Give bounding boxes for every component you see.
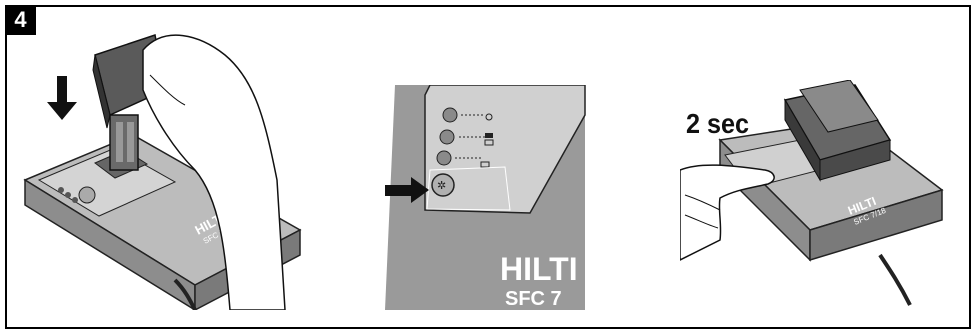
down-arrow-icon bbox=[47, 76, 77, 120]
charger-model-label: SFC 7 bbox=[505, 288, 562, 310]
panel-button-detail: ✲ HILTI SFC 7 bbox=[385, 85, 595, 310]
power-cable bbox=[880, 255, 910, 305]
hand-illustration bbox=[680, 165, 774, 260]
charger-brand-logo: HILTI bbox=[500, 251, 578, 287]
duration-label: 2 sec bbox=[686, 108, 749, 140]
battery-check-icon: ✲ bbox=[437, 180, 446, 192]
panel-insert-battery: HILTI SFC 7/18 bbox=[15, 30, 305, 310]
